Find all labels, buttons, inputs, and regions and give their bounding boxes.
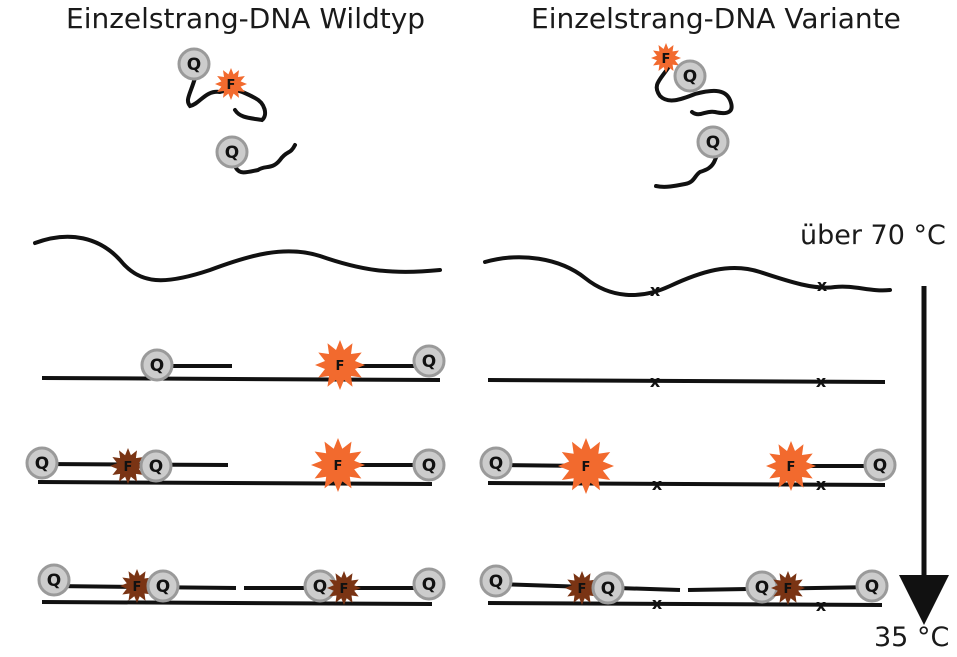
- quencher-label: Q: [873, 456, 887, 476]
- quencher-icon: Q: [412, 448, 446, 482]
- fluorophore-label: F: [336, 359, 345, 374]
- mismatch-marker: x: [650, 281, 661, 300]
- fluorophore-quenched-icon: F: [110, 448, 146, 484]
- quencher-label: Q: [706, 133, 720, 153]
- quencher-label: Q: [187, 55, 201, 75]
- fluorophore-label: F: [662, 52, 671, 67]
- quencher-icon: Q: [479, 446, 513, 480]
- quencher-label: Q: [47, 571, 61, 591]
- quencher-label: Q: [489, 454, 503, 474]
- quencher-icon: Q: [479, 564, 513, 598]
- fluorophore-active-icon: F: [766, 441, 816, 491]
- quencher-label: Q: [150, 356, 164, 376]
- quencher-icon: Q: [25, 446, 59, 480]
- quencher-label: Q: [422, 575, 436, 595]
- template-strand-variant: [487, 601, 883, 607]
- fluorophore-quenched-icon: F: [120, 569, 154, 603]
- fluorophore-quenched-icon: F: [771, 571, 805, 605]
- probe-strand: [654, 66, 734, 117]
- quencher-label: Q: [313, 577, 327, 597]
- fluorophore-quenched-icon: F: [565, 571, 599, 605]
- quencher-icon: Q: [855, 569, 889, 603]
- quencher-icon: Q: [591, 571, 625, 605]
- mismatch-marker: x: [816, 372, 827, 391]
- fluorophore-active-icon: F: [215, 68, 247, 100]
- quencher-icon: Q: [412, 344, 446, 378]
- quencher-label: Q: [683, 67, 697, 87]
- quencher-label: Q: [149, 457, 163, 477]
- quencher-icon: Q: [673, 59, 707, 93]
- quencher-icon: Q: [412, 567, 446, 601]
- mismatch-marker: x: [816, 596, 827, 615]
- temperature-low-label: 35 °C: [874, 622, 950, 653]
- quencher-label: Q: [601, 579, 615, 599]
- temperature-high-label: über 70 °C: [800, 220, 946, 251]
- fluorophore-active-icon: F: [558, 438, 614, 494]
- fluorophore-label: F: [227, 78, 236, 93]
- quencher-label: Q: [422, 352, 436, 372]
- mismatch-marker: x: [652, 475, 663, 494]
- title-variant: Einzelstrang-DNA Variante: [531, 2, 901, 35]
- quencher-icon: Q: [303, 569, 337, 603]
- fluorophore-label: F: [578, 582, 587, 597]
- quencher-label: Q: [489, 572, 503, 592]
- title-wildtype: Einzelstrang-DNA Wildtyp: [66, 2, 426, 35]
- quencher-icon: Q: [37, 563, 71, 597]
- quencher-label: Q: [225, 143, 239, 163]
- fluorophore-quenched-icon: F: [327, 571, 361, 605]
- template-strand-variant-denatured: [483, 255, 892, 297]
- template-strand-variant: [487, 378, 886, 384]
- quencher-icon: Q: [863, 448, 897, 482]
- quencher-label: Q: [865, 577, 879, 597]
- quencher-label: Q: [422, 456, 436, 476]
- mismatch-marker: x: [816, 475, 827, 494]
- quencher-label: Q: [156, 577, 170, 597]
- fluorophore-label: F: [334, 459, 343, 474]
- template-strand-wildtype: [37, 480, 433, 486]
- fluorophore-active-icon: F: [311, 438, 365, 492]
- quencher-icon: Q: [745, 570, 779, 604]
- template-strand-wildtype: [41, 376, 441, 382]
- fluorophore-label: F: [133, 580, 142, 595]
- fluorophore-active-icon: F: [315, 340, 365, 390]
- quencher-icon: Q: [215, 135, 249, 169]
- fluorophore-label: F: [582, 460, 591, 475]
- probe-strand: [234, 143, 297, 175]
- quencher-icon: Q: [177, 47, 211, 81]
- fluorophore-active-icon: F: [651, 43, 681, 73]
- fluorophore-label: F: [340, 582, 349, 597]
- fluorophore-label: F: [124, 460, 133, 475]
- fluorophore-label: F: [787, 460, 796, 475]
- template-strand-wildtype: [41, 600, 433, 606]
- quencher-label: Q: [755, 578, 769, 598]
- mismatch-marker: x: [817, 276, 828, 295]
- quencher-icon: Q: [139, 449, 173, 483]
- quencher-label: Q: [35, 454, 49, 474]
- fluorophore-label: F: [784, 582, 793, 597]
- quencher-icon: Q: [696, 125, 730, 159]
- mismatch-marker: x: [650, 372, 661, 391]
- quencher-icon: Q: [140, 348, 174, 382]
- template-strand-wildtype-denatured: [33, 234, 442, 283]
- template-strand-variant: [487, 481, 886, 487]
- quencher-icon: Q: [146, 569, 180, 603]
- mismatch-marker: x: [652, 594, 663, 613]
